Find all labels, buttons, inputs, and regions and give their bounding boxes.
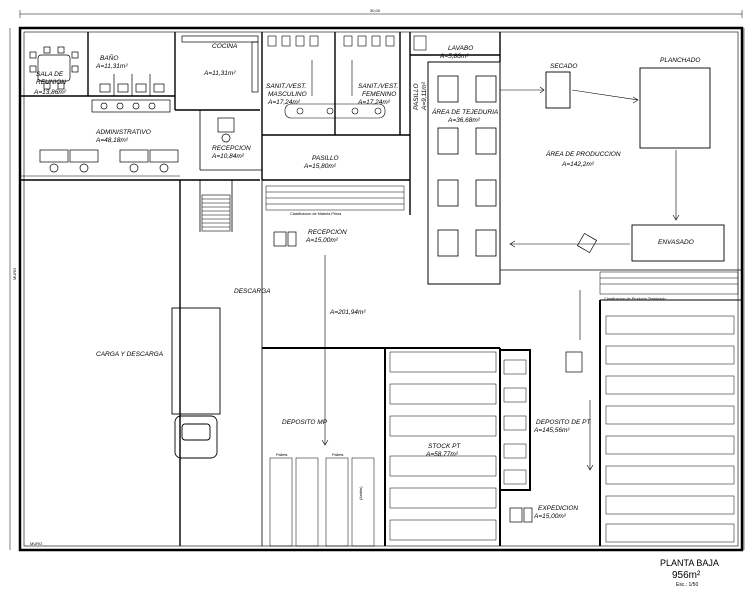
weaving-machines	[437, 75, 497, 257]
sanit-masc-label-2: MASCULINO	[268, 91, 307, 98]
interior-walls	[20, 32, 742, 546]
muro-left-note: MURO	[12, 268, 17, 280]
pallets-note-2: Pallets	[332, 453, 343, 457]
area-general-label: A=201,94m²	[329, 309, 366, 316]
planchado-label: PLANCHADO	[660, 57, 700, 64]
dim-top-label: 30,00	[370, 8, 381, 13]
mp-racks	[269, 457, 375, 547]
recepcion-ofi-area: A=10,84m²	[211, 153, 245, 160]
deposito-mp-label: DEPOSITO MP	[282, 419, 328, 426]
pallets-note-1: Pallets	[276, 453, 287, 457]
sanit-fem-area: A=17,24m²	[357, 99, 391, 106]
sala-reunion-label: SALA DE	[36, 71, 64, 78]
clasif-pt-note: Clasificacion de Producto Terminado	[604, 297, 666, 301]
plan-total-area: 956m²	[672, 570, 701, 581]
dimension-lines	[9, 10, 745, 550]
cocina-area: A=11,31m²	[203, 70, 236, 77]
plan-title: PLANTA BAJA	[660, 558, 719, 568]
sala-reunion-label-2: REUNION	[36, 79, 66, 86]
admin-desks	[39, 117, 235, 173]
bano-label: BAÑO	[100, 53, 118, 62]
sanit-fem-label-2: FEMENINO	[362, 91, 396, 98]
title-block: PLANTA BAJA 956m² Esc.: 1/50	[660, 558, 719, 588]
recepcion-mp-area: A=15,00m²	[305, 237, 339, 244]
recepcion-ofi-label: RECEPCION	[212, 145, 251, 152]
muro-bottom-note: MURO	[30, 541, 42, 546]
pasillo-v-label: PASILLO	[413, 83, 420, 110]
bano-area: A=11,31m²	[95, 63, 128, 70]
cocina-label: COCINA	[212, 43, 237, 50]
envasado-label: ENVASADO	[658, 239, 694, 246]
truck	[171, 307, 221, 459]
produccion-label: ÁREA DE PRODUCCION	[545, 149, 621, 158]
kitchen-counter	[181, 35, 259, 93]
pasillo-area: A=15,80m²	[303, 163, 337, 170]
secado-label: SECADO	[550, 63, 577, 70]
lavabo-area: A=5,86m²	[439, 53, 469, 60]
tejeduria-label: ÁREA DE TEJEDURIA	[431, 107, 498, 116]
sala-reunion-area: A=13,86m²	[33, 89, 67, 96]
recepcion-mp-label: RECEPCION	[308, 229, 347, 236]
descarga-label: DESCARGA	[234, 288, 270, 295]
carga-descarga-label: CARGA Y DESCARGA	[96, 351, 163, 358]
sanit-masc-label: SANIT./VEST.	[266, 83, 307, 90]
administrativo-label: ADMINISTRATIVO	[95, 129, 151, 136]
meeting-table	[29, 46, 79, 90]
sanit-masc-area: A=17,24m²	[267, 99, 301, 106]
expedicion-area: A=15,00m²	[533, 513, 567, 520]
pasillo-label: PASILLO	[312, 155, 339, 162]
clasif-mp-note: Clasificacion de Materia Prima	[290, 212, 342, 216]
pt-racks	[605, 315, 735, 543]
administrativo-area: A=48,18m²	[95, 137, 129, 144]
stairs	[201, 194, 231, 232]
tejeduria-area: A=36,68m²	[447, 117, 481, 124]
production-boxes	[545, 67, 725, 262]
deposito-pt-label: DEPOSITO DE PT	[536, 419, 591, 426]
sanitary-fixtures	[267, 35, 427, 119]
toilet-fixtures	[91, 74, 171, 113]
plan-scale: Esc.: 1/50	[676, 582, 698, 588]
expedicion-label: EXPEDICION	[538, 505, 578, 512]
stock-pt-area: A=58,77m²	[425, 451, 459, 458]
anden-note: (Andén)	[359, 486, 363, 500]
flow-arrows	[321, 86, 680, 471]
stock-pt-label: STOCK PT	[428, 443, 461, 450]
sanit-fem-label: SANIT./VEST.	[358, 83, 399, 90]
deposito-pt-area: A=145,56m²	[533, 427, 570, 434]
pasillo-v-area: A=9,11m²	[421, 81, 428, 111]
lavabo-label: LAVABO	[448, 45, 473, 52]
forklift-icon	[273, 231, 598, 523]
sorting-racks	[265, 185, 739, 295]
small-notes: Clasificacion de Materia Prima Clasifica…	[12, 212, 666, 546]
room-labels: SALA DE REUNION A=13,86m² BAÑO A=11,31m²…	[33, 43, 700, 520]
produccion-area: A=142,2m²	[561, 161, 595, 168]
stock-racks	[389, 351, 527, 541]
